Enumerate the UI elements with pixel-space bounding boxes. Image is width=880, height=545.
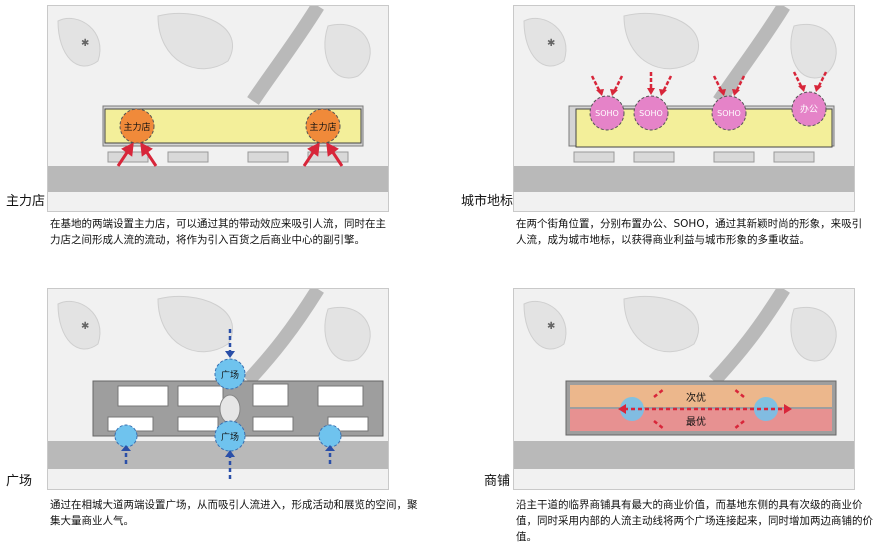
site-plan-anchor: ✱ 主力店 主力店	[47, 5, 389, 212]
north-arrow-icon: ✱	[81, 321, 89, 332]
prime-band-label: 最优	[686, 415, 706, 428]
flow-arrows-red	[590, 71, 828, 93]
site-plan-plaza: ✱ 广场 广场	[47, 288, 389, 490]
plaza-circle-bottom	[214, 420, 246, 452]
office-label: 办公	[800, 103, 818, 115]
panel-label-plaza: 广场	[6, 474, 33, 489]
panel-label-shops: 商铺	[484, 474, 511, 489]
plaza-circle-small-right	[318, 424, 342, 448]
panel-description-anchor: 在基地的两端设置主力店，可以通过其的带动效应来吸引人流，同时在主力店之间形成人流…	[50, 218, 386, 246]
soho-label-1: SOHO	[595, 109, 619, 118]
site-plan-shops: ✱ 次优 最优	[513, 288, 855, 490]
curved-road	[247, 6, 324, 105]
plaza-label-top: 广场	[221, 369, 239, 381]
flow-arrows-red	[116, 142, 344, 167]
north-arrow-icon: ✱	[547, 38, 555, 49]
site-plan-landmark: ✱ SOHO SOHO SOHO 办公	[513, 5, 855, 212]
soho-circle-1	[589, 95, 625, 131]
north-arrow-icon: ✱	[547, 321, 555, 332]
anchor-store-label-left: 主力店	[123, 121, 150, 133]
panel-label-landmark: 城市地标	[461, 194, 514, 209]
site-plan-plaza-svg: ✱ 广场 广场	[48, 289, 388, 489]
anchor-store-label-right: 主力店	[309, 121, 336, 133]
site-plan-shops-svg: ✱ 次优 最优	[514, 289, 854, 489]
north-arrow-icon: ✱	[81, 38, 89, 49]
panel-description-plaza: 通过在相城大道两端设置广场，从而吸引人流进入，形成活动和展览的空间，聚集大量商业…	[50, 499, 418, 527]
main-road	[48, 166, 388, 192]
main-flow-line	[624, 388, 784, 430]
panel-description-landmark: 在两个街角位置，分别布置办公、SOHO，通过其新颖时尚的形象，来吸引人流，成为城…	[516, 218, 863, 246]
soho-circle-3	[711, 95, 747, 131]
soho-circle-2	[633, 95, 669, 131]
site-plan-landmark-svg: ✱ SOHO SOHO SOHO 办公	[514, 6, 854, 211]
plaza-circle-top	[214, 358, 246, 390]
anchor-store-circle-left	[119, 108, 155, 144]
soho-label-2: SOHO	[639, 109, 663, 118]
office-circle	[791, 91, 827, 127]
plaza-circle-small-left	[114, 424, 138, 448]
panel-description-shops: 沿主干道的临界商铺具有最大的商业价值，而基地东侧的具有次级的商业价值，同时采用内…	[516, 499, 873, 543]
panel-label-anchor: 主力店	[6, 194, 46, 209]
soho-label-3: SOHO	[717, 109, 741, 118]
secondary-band-label: 次优	[686, 391, 706, 404]
site-plan-anchor-svg: ✱ 主力店 主力店	[48, 6, 388, 211]
plaza-label-bottom: 广场	[221, 431, 239, 443]
anchor-store-circle-right	[305, 108, 341, 144]
flow-arrows-blue	[124, 329, 332, 479]
